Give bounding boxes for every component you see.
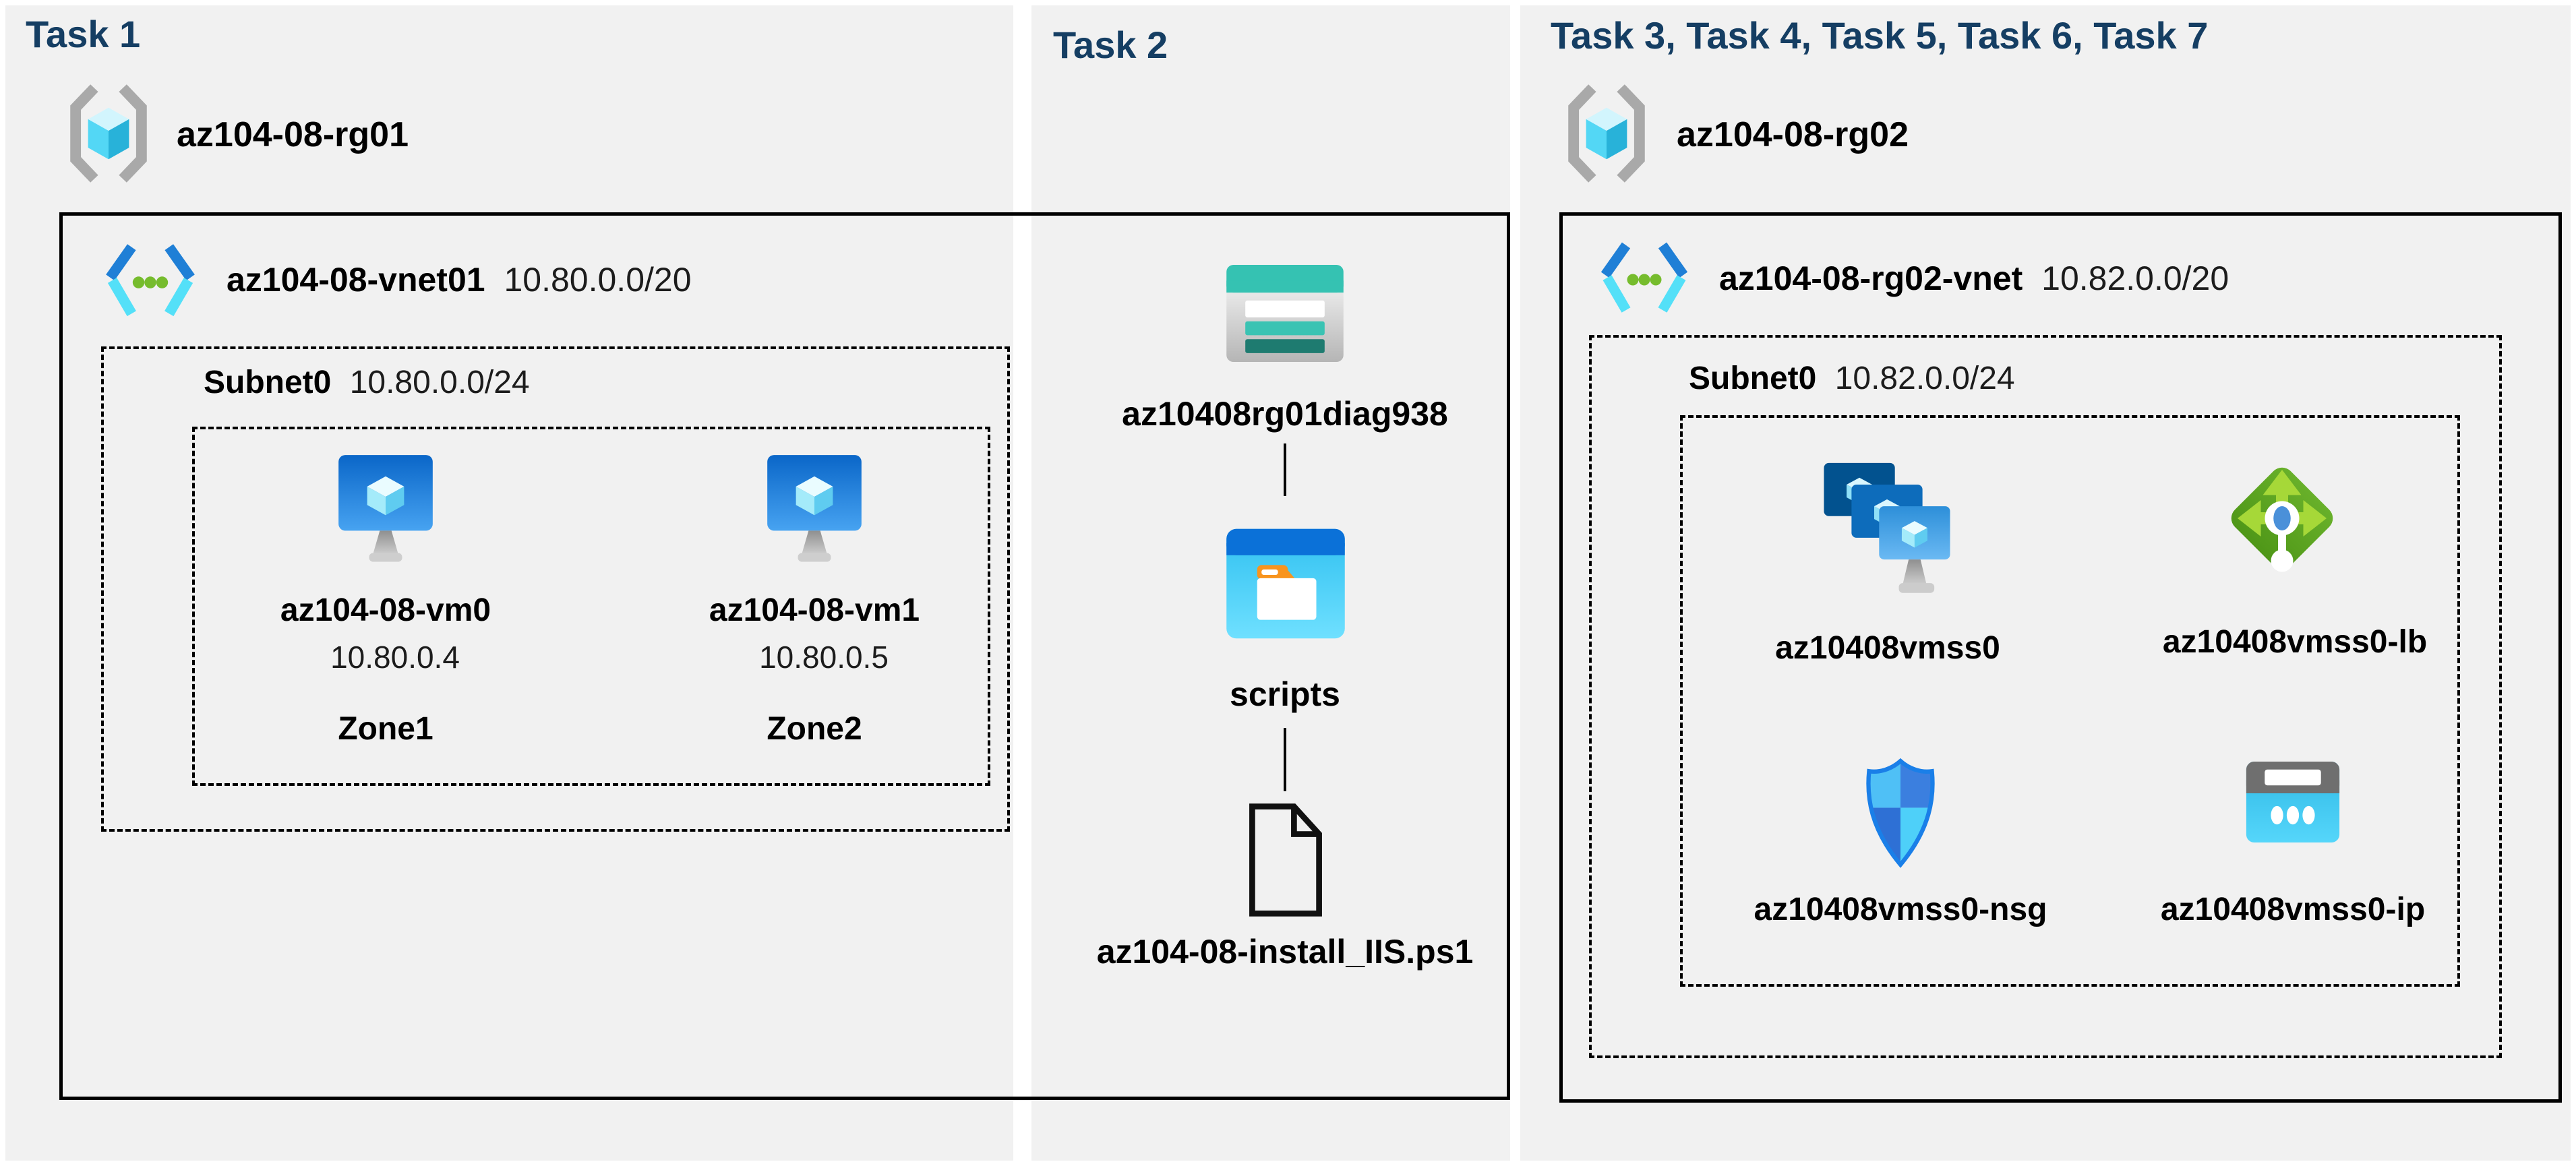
connector-line — [1284, 728, 1286, 791]
vnet01-cidr: 10.80.0.0/20 — [504, 261, 692, 299]
rg02-vnet-name: az104-08-rg02-vnet — [1719, 259, 2023, 297]
virtual-network-icon — [1592, 241, 1696, 317]
vm1-zone: Zone2 — [767, 711, 862, 747]
container-label: scripts — [1230, 675, 1340, 713]
public-ip-icon — [2244, 759, 2342, 845]
virtual-machine-icon — [337, 453, 434, 565]
vm-scale-set-icon — [1823, 462, 1951, 610]
subnet0-cidr-rg01: 10.80.0.0/24 — [349, 365, 530, 400]
vm0-ip: 10.80.0.4 — [330, 640, 460, 675]
script-file-icon — [1244, 802, 1327, 918]
vnet01-label: az104-08-vnet01 10.80.0.0/20 — [227, 260, 692, 299]
rg02-label: az104-08-rg02 — [1677, 115, 1909, 154]
task1-title: Task 1 — [26, 13, 141, 55]
rg02-vnet-cidr: 10.82.0.0/20 — [2041, 259, 2229, 297]
virtual-network-icon — [98, 243, 202, 321]
vnet01-name: az104-08-vnet01 — [227, 261, 485, 299]
virtual-machine-icon — [766, 453, 863, 565]
resource-group-icon — [1562, 82, 1651, 185]
connector-line — [1284, 443, 1286, 496]
task1-panel — [5, 5, 1013, 1161]
public-ip-label: az10408vmss0-ip — [2160, 892, 2426, 927]
load-balancer-label: az10408vmss0-lb — [2162, 624, 2428, 660]
vm-zone-box — [192, 427, 990, 786]
subnet0-label-rg01: Subnet0 10.80.0.0/24 — [204, 364, 530, 401]
subnet0-name-rg01: Subnet0 — [204, 365, 332, 400]
blob-container-icon — [1224, 512, 1347, 655]
vmss-resources-box — [1680, 415, 2460, 987]
vnet01-boundary-box — [59, 212, 1510, 1100]
nsg-label: az10408vmss0-nsg — [1754, 892, 2047, 927]
subnet0-cidr-rg02: 10.82.0.0/24 — [1834, 361, 2015, 396]
subnet0-box-rg02 — [1589, 335, 2502, 1058]
vm1-name: az104-08-vm1 — [709, 592, 920, 628]
task37-title: Task 3, Task 4, Task 5, Task 6, Task 7 — [1551, 14, 2209, 57]
vm1-ip: 10.80.0.5 — [759, 640, 889, 675]
resource-group-icon — [64, 82, 153, 185]
vm0-name: az104-08-vm0 — [280, 592, 491, 628]
subnet0-box-rg01 — [101, 346, 1010, 832]
subnet0-label-rg02: Subnet0 10.82.0.0/24 — [1689, 360, 2015, 397]
storage-account-label: az10408rg01diag938 — [1122, 395, 1448, 433]
task2-title: Task 2 — [1053, 24, 1168, 66]
storage-account-icon — [1224, 263, 1346, 364]
load-balancer-icon — [2221, 447, 2343, 590]
rg02-vnet-label: az104-08-rg02-vnet 10.82.0.0/20 — [1719, 259, 2229, 298]
script-file-label: az104-08-install_IIS.ps1 — [1096, 933, 1474, 971]
vmss-label: az10408vmss0 — [1775, 630, 2000, 666]
subnet0-name-rg02: Subnet0 — [1689, 361, 1817, 396]
vm0-zone: Zone1 — [338, 711, 433, 747]
task37-panel — [1520, 5, 2571, 1161]
rg01-label: az104-08-rg01 — [177, 115, 409, 154]
network-security-group-icon — [1858, 756, 1943, 870]
rg02-vnet-boundary-box — [1559, 212, 2562, 1103]
